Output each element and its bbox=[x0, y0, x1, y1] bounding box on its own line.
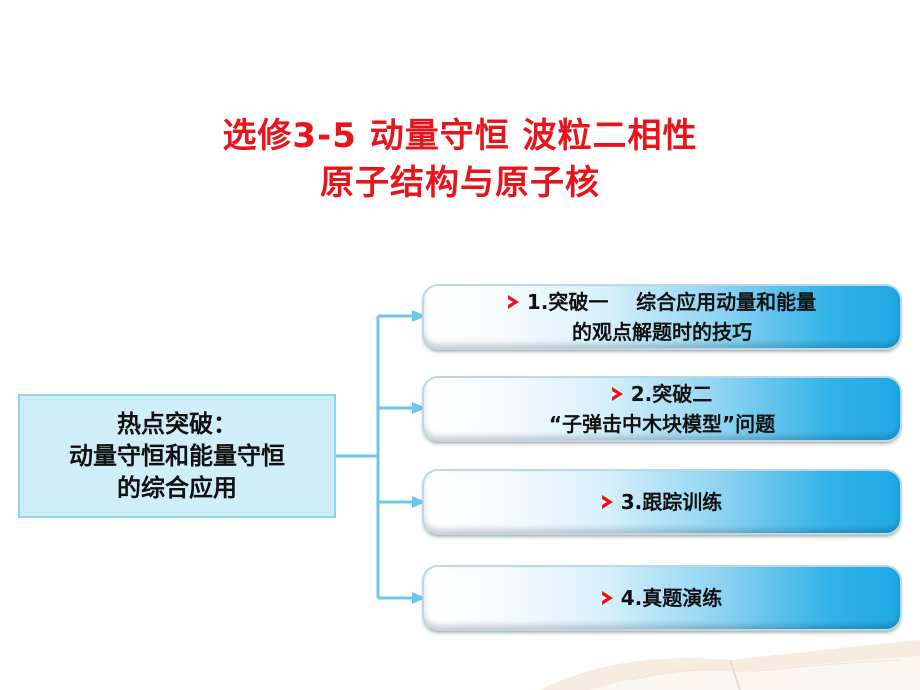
item-1-line1: 1.突破一 综合应用动量和能量 bbox=[526, 290, 817, 314]
follow-up-training-button[interactable]: 3.跟踪训练 bbox=[424, 471, 900, 533]
item-2-line1: 2.突破二 bbox=[630, 382, 713, 406]
item-3-line1: 3.跟踪训练 bbox=[620, 490, 723, 514]
hot-topic-line2: 动量守恒和能量守恒 bbox=[69, 442, 285, 470]
arrow-bullet-icon bbox=[601, 591, 613, 605]
book-icon bbox=[540, 640, 920, 690]
item-2-line2: “子弹击中木块模型”问题 bbox=[548, 412, 776, 436]
arrow-bullet-icon bbox=[601, 495, 613, 509]
breakthrough-2-button[interactable]: 2.突破二 “子弹击中木块模型”问题 bbox=[424, 378, 900, 440]
breakthrough-1-button[interactable]: 1.突破一 综合应用动量和能量 的观点解题时的技巧 bbox=[424, 286, 900, 348]
hot-topic-box: 热点突破： 动量守恒和能量守恒 的综合应用 bbox=[18, 394, 336, 518]
hot-topic-line1: 热点突破： bbox=[117, 410, 237, 438]
item-1-line2: 的观点解题时的技巧 bbox=[572, 320, 752, 344]
arrow-bullet-icon bbox=[507, 295, 519, 309]
item-4-line1: 4.真题演练 bbox=[620, 586, 723, 610]
real-exam-practice-button[interactable]: 4.真题演练 bbox=[424, 567, 900, 629]
arrow-bullet-icon bbox=[611, 387, 623, 401]
slide-title-line1: 选修3-5 动量守恒 波粒二相性 bbox=[222, 116, 698, 156]
hot-topic-line3: 的综合应用 bbox=[117, 474, 237, 502]
slide-title-line2: 原子结构与原子核 bbox=[320, 163, 600, 203]
